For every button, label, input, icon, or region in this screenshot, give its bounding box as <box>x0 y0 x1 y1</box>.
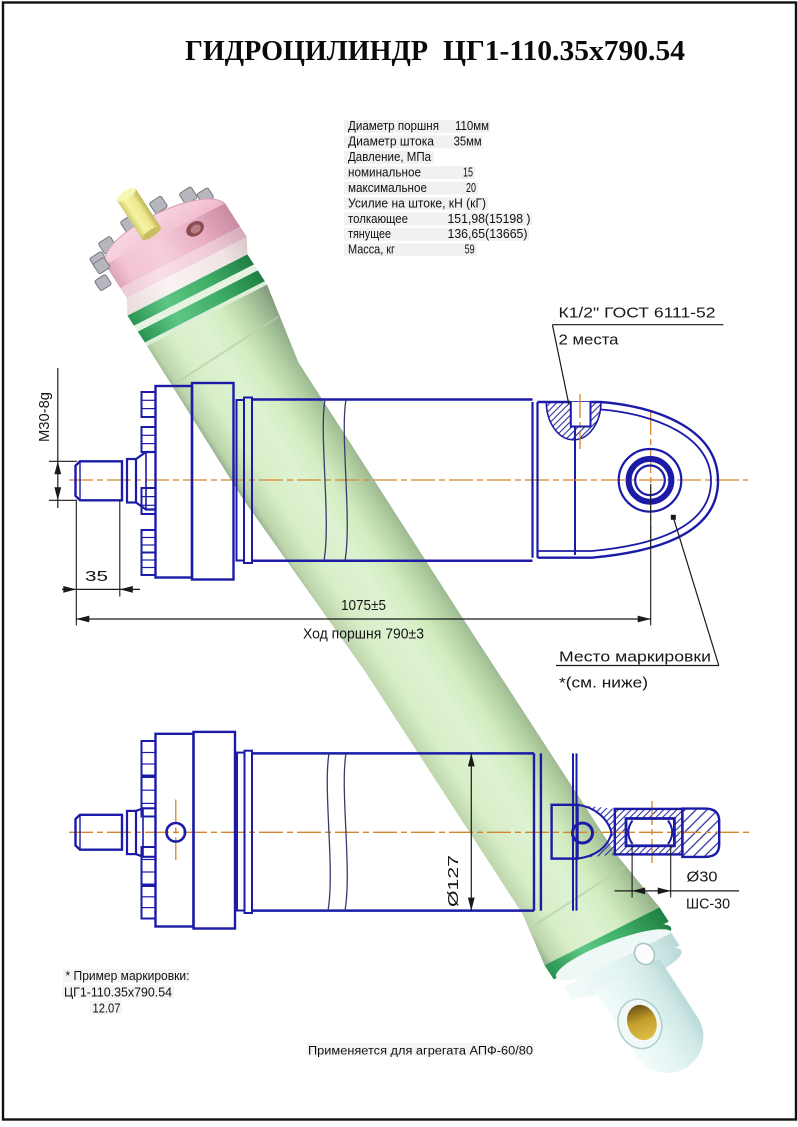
svg-text:Ø30: Ø30 <box>687 870 718 886</box>
svg-text:35: 35 <box>85 569 108 585</box>
svg-text:ШС-30: ШС-30 <box>686 897 730 913</box>
svg-text:1075±5: 1075±5 <box>341 598 386 614</box>
svg-text:Давление, МПа: Давление, МПа <box>348 150 431 164</box>
svg-text:15: 15 <box>463 166 473 180</box>
svg-text:Ход поршня 790±3: Ход поршня 790±3 <box>303 627 424 643</box>
svg-text:151,98(15198 ): 151,98(15198 ) <box>448 212 531 226</box>
svg-text:ЦГ1-110.35х790.54: ЦГ1-110.35х790.54 <box>443 36 685 67</box>
svg-text:К1/2" ГОСТ 6111-52: К1/2" ГОСТ 6111-52 <box>559 306 716 322</box>
svg-text:Применяется для агрегата АПФ-6: Применяется для агрегата АПФ-60/80 <box>308 1046 533 1058</box>
svg-text:номинальное: номинальное <box>348 166 421 180</box>
svg-text:20: 20 <box>466 181 476 195</box>
svg-text:12.07: 12.07 <box>93 1002 121 1016</box>
svg-text:тянущее: тянущее <box>348 227 391 241</box>
svg-text:Диаметр поршня: Диаметр поршня <box>348 119 439 133</box>
svg-text:толкающее: толкающее <box>348 212 408 226</box>
svg-text:110мм: 110мм <box>455 119 489 133</box>
svg-text:ГИДРОЦИЛИНДР: ГИДРОЦИЛИНДР <box>185 36 428 67</box>
svg-text:35мм: 35мм <box>454 135 482 149</box>
svg-text:максимальное: максимальное <box>348 181 427 195</box>
svg-text:* Пример маркировки:: * Пример маркировки: <box>66 969 190 983</box>
svg-text:Место маркировки: Место маркировки <box>559 650 711 666</box>
svg-text:Усилие на штоке, кН (кГ): Усилие на штоке, кН (кГ) <box>348 196 486 210</box>
svg-text:М30-8g: М30-8g <box>37 392 53 442</box>
svg-text:Ø127: Ø127 <box>446 855 462 907</box>
svg-text:59: 59 <box>465 243 475 257</box>
svg-text:136,65(13665): 136,65(13665) <box>448 227 528 241</box>
svg-text:Диаметр штока: Диаметр штока <box>348 135 434 149</box>
svg-text:ЦГ1-110.35х790.54: ЦГ1-110.35х790.54 <box>64 986 172 1000</box>
svg-text:2 места: 2 места <box>559 333 620 349</box>
svg-text:Масса, кг: Масса, кг <box>348 243 395 257</box>
svg-text:*(см. ниже): *(см. ниже) <box>559 676 648 692</box>
